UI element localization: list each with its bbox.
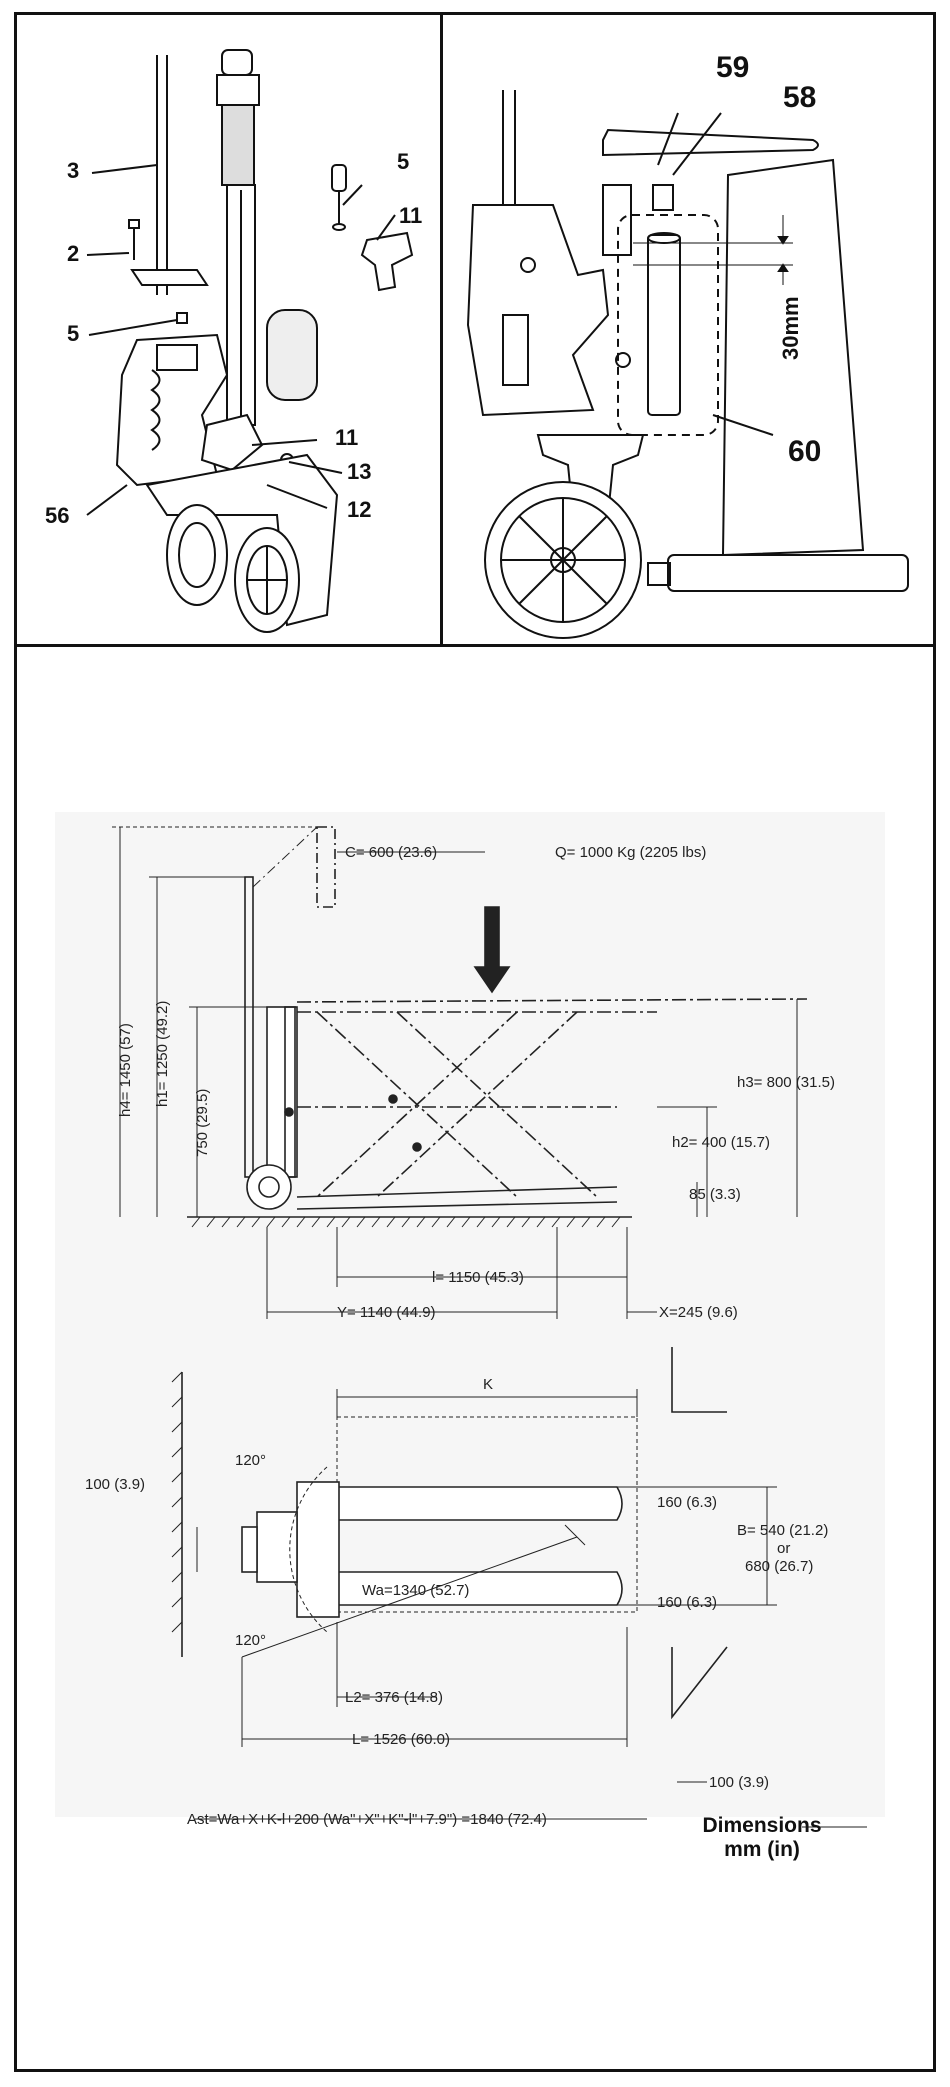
page-frame [14,12,936,2072]
label-100-left: 100 (3.9) [85,1476,145,1493]
label-100-right: 100 (3.9) [709,1774,769,1791]
label-160-lower: 160 (6.3) [657,1594,717,1611]
exploded-assembly-drawing [86,49,414,633]
callout-56: 56 [45,503,70,528]
callout-59: 59 [716,51,750,84]
pump-unit-drawing: 30mm [466,90,909,639]
label-y: Y= 1140 (44.9) [337,1304,436,1321]
section-divider [14,644,936,647]
callout-30mm: 30mm [778,296,803,360]
callout-60: 60 [788,435,822,468]
label-h4: h4= 1450 (57) [117,1023,134,1117]
legend-title: Dimensions mm (in) [677,1814,847,1862]
callout-58: 58 [783,81,817,114]
callout-13: 13 [347,459,372,484]
callout-11: 11 [335,425,359,450]
callout-2: 2 [67,241,80,266]
label-h1: h1= 1250 (49.2) [154,1001,171,1107]
label-l2: L2= 376 (14.8) [345,1689,443,1706]
label-l: l= 1150 (45.3) [432,1269,524,1286]
exploded-assembly-panel: 3 2 5 5 11 56 11 13 12 [17,15,440,644]
label-h3: h3= 800 (31.5) [737,1074,835,1091]
label-120-top: 120° [235,1452,266,1469]
legend-line-2: mm (in) [724,1838,800,1861]
label-c: C= 600 (23.6) [345,844,437,861]
label-q: Q= 1000 Kg (2205 lbs) [555,844,706,861]
label-750: 750 (29.5) [194,1089,211,1157]
label-or: or [777,1540,790,1557]
callout-5-right: 5 [397,149,410,174]
label-wa: Wa=1340 (52.7) [362,1582,469,1599]
label-120-bottom: 120° [235,1632,266,1649]
label-b-alt: 680 (26.7) [745,1558,813,1575]
label-85: 85 (3.3) [689,1186,741,1203]
legend-line-1: Dimensions [702,1814,822,1837]
label-b: B= 540 (21.2) [737,1522,828,1539]
label-h2: h2= 400 (15.7) [672,1134,770,1151]
label-l-full: L= 1526 (60.0) [352,1731,450,1748]
label-k: K [483,1376,493,1393]
label-x: X=245 (9.6) [659,1304,738,1321]
dimension-drawing-panel: C= 600 (23.6) Q= 1000 Kg (2205 lbs) h4= … [17,647,933,2069]
label-ast: Ast=Wa+X+K-l+200 (Wa"+X"+K"-l"+7.9") =18… [187,1811,547,1828]
label-160-upper: 160 (6.3) [657,1494,717,1511]
callout-12: 12 [347,497,372,522]
callout-11-right: 11 [399,203,423,228]
pump-unit-panel: 30mm 59 58 60 [443,15,933,644]
dimension-drawing: C= 600 (23.6) Q= 1000 Kg (2205 lbs) h4= … [55,812,885,1828]
panel-divider [440,12,443,646]
callout-5: 5 [67,321,80,346]
callout-3: 3 [67,158,80,183]
